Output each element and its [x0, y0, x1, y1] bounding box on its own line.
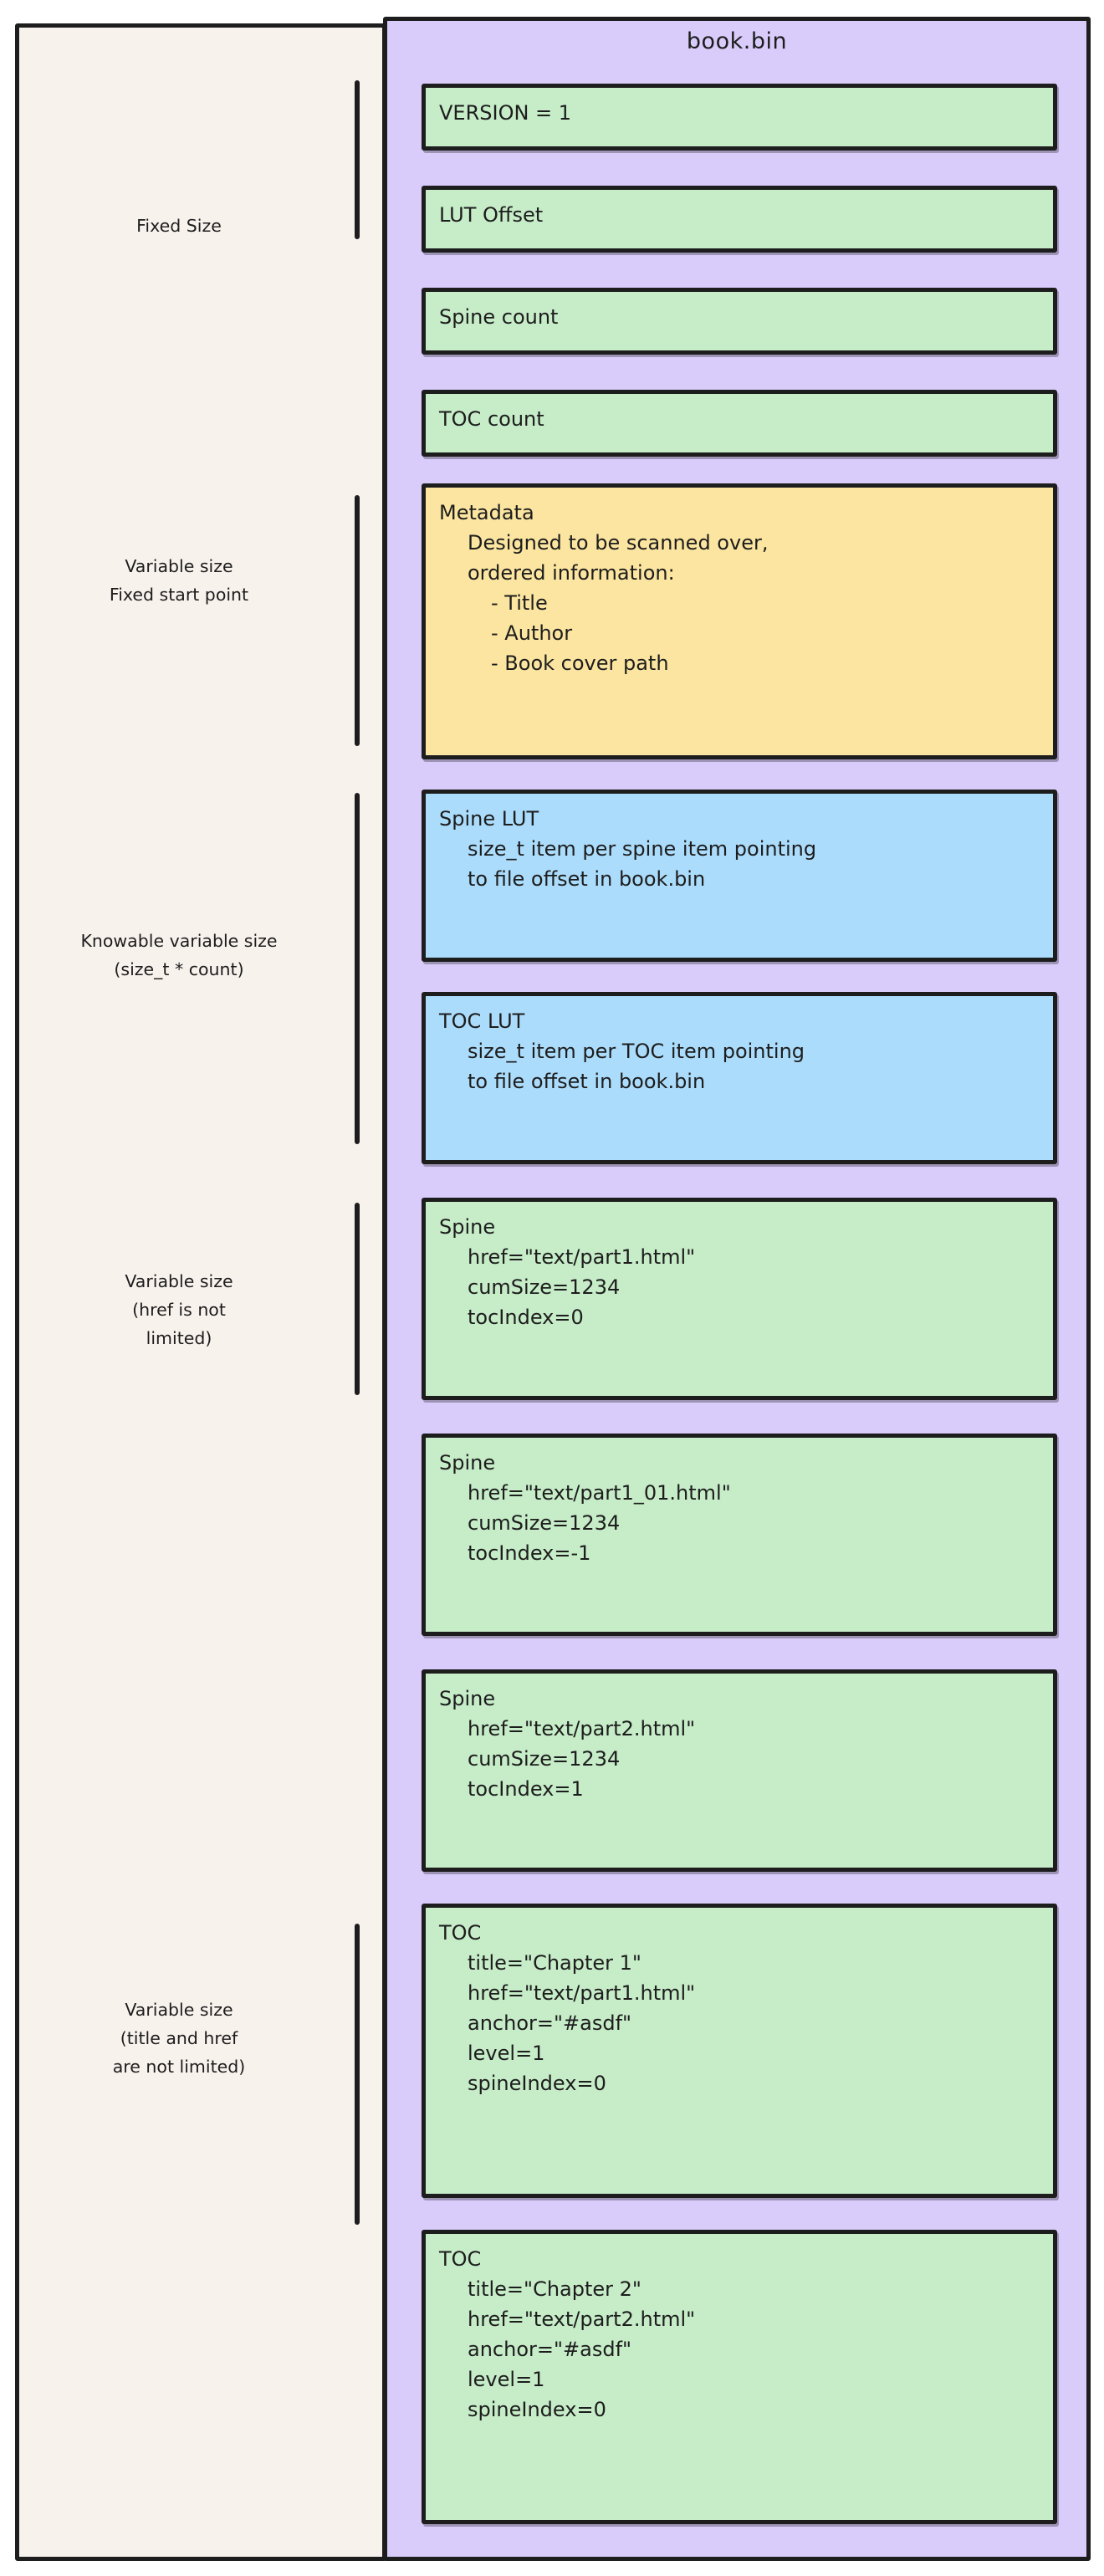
field-line: Spine count	[439, 305, 559, 329]
field-line: Spine LUT	[439, 807, 539, 831]
bracket-knowable-variable	[355, 793, 360, 1144]
field-line: - Book cover path	[491, 652, 669, 675]
field-line: cumSize=1234	[468, 1747, 621, 1771]
field-line: tocIndex=1	[468, 1777, 584, 1801]
field-line: to file offset in book.bin	[468, 1070, 706, 1093]
field-line: href="text/part1.html"	[468, 1245, 696, 1269]
field-line: tocIndex=0	[468, 1306, 584, 1329]
field-line: Spine	[439, 1687, 496, 1710]
field-line: Spine	[439, 1451, 496, 1475]
field-line: Spine	[439, 1215, 496, 1239]
field-line: LUT Offset	[439, 203, 544, 227]
field-line: cumSize=1234	[468, 1275, 621, 1299]
field-line: href="text/part2.html"	[468, 1717, 696, 1740]
bracket-variable-fixed-start	[355, 495, 360, 746]
field-box-spine-lut: Spine LUT size_t item per spine item poin…	[422, 790, 1057, 962]
field-box-toc-lut: TOC LUT size_t item per TOC item pointing…	[422, 992, 1057, 1164]
field-line: TOC count	[439, 407, 544, 431]
page-title: book.bin	[686, 28, 788, 54]
field-line: size_t item per spine item pointing	[468, 837, 817, 861]
field-line: Designed to be scanned over,	[468, 531, 769, 555]
field-line: TOC	[439, 2247, 482, 2271]
field-box-toc-count: TOC count	[422, 390, 1057, 457]
group-label-variable-fixed-start: Variable size Fixed start point	[109, 556, 249, 605]
bracket-variable-href	[355, 1203, 360, 1395]
field-line: level=1	[468, 2042, 545, 2065]
field-line: spineIndex=0	[468, 2072, 606, 2095]
field-line: anchor="#asdf"	[468, 2338, 632, 2361]
field-box-spine-2: Spine href="text/part1_01.html" cumSize=12…	[422, 1434, 1057, 1636]
field-box-lut-offset: LUT Offset	[422, 186, 1057, 253]
field-line: ordered information:	[468, 561, 675, 585]
field-box-toc-2: TOC title="Chapter 2" href="text/part2.htm…	[422, 2230, 1057, 2524]
annotations-panel	[15, 23, 386, 2561]
field-line: - Title	[491, 591, 548, 615]
field-line: href="text/part2.html"	[468, 2308, 696, 2331]
bracket-fixed-size	[355, 80, 360, 239]
field-line: title="Chapter 2"	[468, 2277, 641, 2301]
field-line: anchor="#asdf"	[468, 2011, 632, 2035]
field-line: spineIndex=0	[468, 2398, 606, 2421]
field-line: VERSION = 1	[439, 101, 572, 125]
field-line: TOC LUT	[439, 1009, 525, 1033]
field-line: - Author	[491, 621, 573, 645]
field-line: size_t item per TOC item pointing	[468, 1040, 805, 1063]
group-label-knowable-variable: Knowable variable size (size_t * count)	[80, 931, 278, 979]
field-box-spine-3: Spine href="text/part2.html" cumSize=1234 t…	[422, 1669, 1057, 1872]
bracket-variable-title-href	[355, 1924, 360, 2225]
group-label-variable-href: Variable size (href is not limited)	[125, 1271, 233, 1348]
field-box-version: VERSION = 1	[422, 84, 1057, 151]
field-line: Metadata	[439, 501, 534, 524]
field-box-spine-1: Spine href="text/part1.html" cumSize=1234 t…	[422, 1198, 1057, 1400]
field-line: to file offset in book.bin	[468, 867, 706, 891]
group-label-fixed-size: Fixed Size	[136, 216, 222, 236]
field-line: href="text/part1.html"	[468, 1981, 696, 2005]
field-box-toc-1: TOC title="Chapter 1" href="text/part1.htm…	[422, 1904, 1057, 2198]
field-line: level=1	[468, 2368, 545, 2391]
group-label-variable-title-href: Variable size (title and href are not li…	[112, 2000, 246, 2077]
field-line: TOC	[439, 1921, 482, 1945]
field-line: tocIndex=-1	[468, 1541, 591, 1565]
field-line: href="text/part1_01.html"	[468, 1481, 731, 1505]
field-box-spine-count: Spine count	[422, 288, 1057, 355]
field-line: title="Chapter 1"	[468, 1951, 641, 1975]
field-line: cumSize=1234	[468, 1511, 621, 1535]
